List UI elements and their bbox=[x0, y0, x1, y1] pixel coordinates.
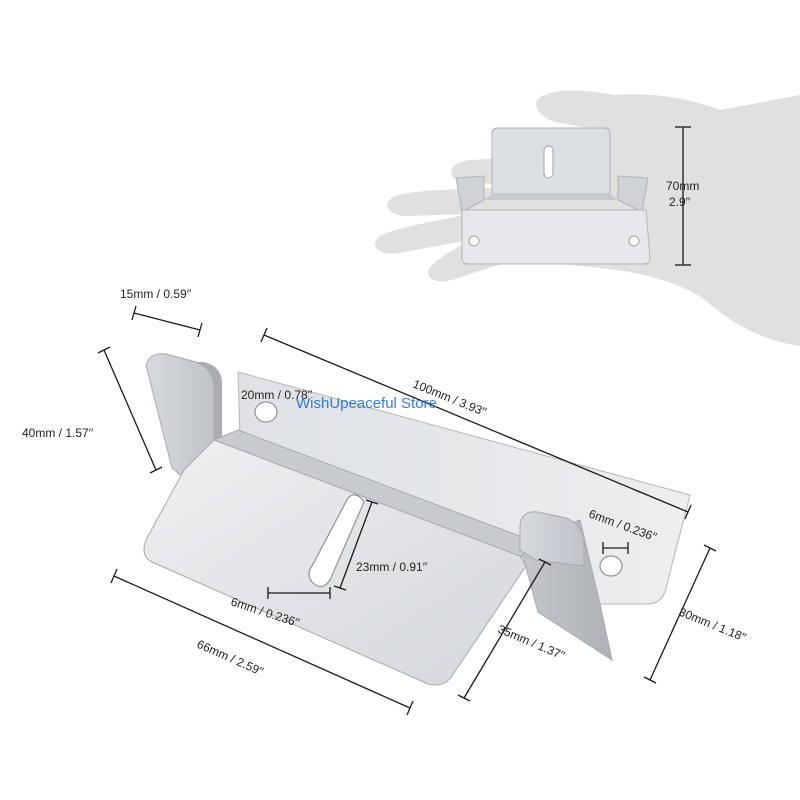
inset-bracket bbox=[455, 127, 651, 265]
length-dimension bbox=[260, 327, 692, 520]
slot-length-dimension bbox=[333, 499, 379, 591]
base-depth-dimension bbox=[457, 558, 552, 702]
base-width-label: 66mm / 2.59′′ bbox=[195, 637, 266, 679]
right-height-label: 30mm / 1.18′′ bbox=[677, 605, 749, 645]
tab-height-label: 40mm / 1.57′′ bbox=[22, 426, 94, 440]
hole-diameter-label: 20mm / 0.78′′ bbox=[241, 388, 313, 402]
back-plate-hole bbox=[254, 401, 278, 423]
right-tab bbox=[519, 511, 585, 567]
main-bracket bbox=[143, 353, 691, 686]
inset-height-mm-label: 70mm bbox=[666, 179, 699, 193]
tab-height-dimension bbox=[97, 346, 163, 474]
slot-width-dimension bbox=[267, 587, 331, 599]
slot-length-label: 23mm / 0.91′′ bbox=[356, 560, 428, 574]
inset-height-in-label: 2.9′′ bbox=[669, 195, 691, 209]
right-hole-dimension bbox=[602, 542, 629, 554]
tab-width-dimension bbox=[131, 305, 203, 338]
right-flange-hole bbox=[599, 555, 623, 577]
watermark: WishUpeaceful Store bbox=[296, 395, 437, 412]
inset-height-dimension bbox=[675, 126, 691, 266]
right-height-dimension bbox=[643, 544, 717, 684]
tab-width-label: 15mm / 0.59′′ bbox=[120, 287, 192, 301]
base-width-dimension bbox=[110, 568, 414, 716]
base-depth-label: 35mm / 1.37′′ bbox=[496, 622, 568, 663]
slot bbox=[308, 494, 365, 588]
